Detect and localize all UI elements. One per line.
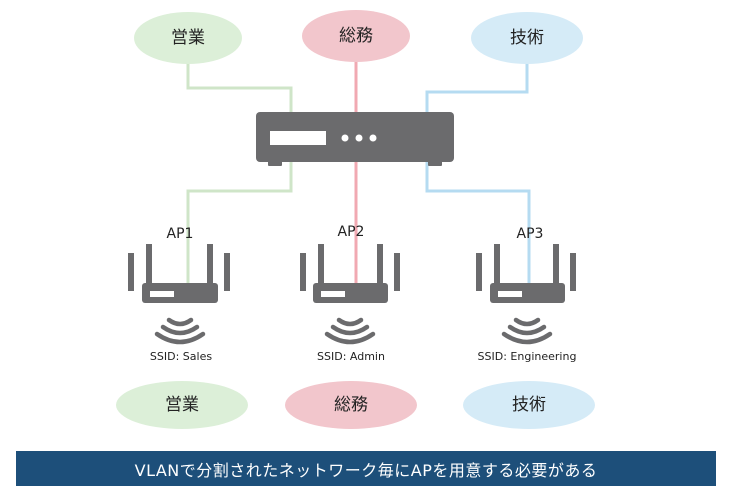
ap-ssid: SSID: Admin [317,350,385,363]
wifi-icon [501,317,553,345]
antenna-icon [476,244,576,291]
switch-display-icon [270,131,326,145]
group-pill-admin [302,10,410,62]
access-point-ap1: AP1 SSID: Sales [128,226,230,363]
group-pill-sales [134,12,242,64]
group-label-admin: 総務 [334,395,368,415]
wifi-icon [154,317,206,345]
ap-name: AP3 [517,226,544,242]
access-point-ap2: AP2 SSID: Admin [300,224,400,363]
group-label-admin: 総務 [339,26,373,46]
ap-body [313,283,388,303]
ap-body [490,283,565,303]
wifi-icon [324,317,376,345]
switch-foot-left [268,160,282,166]
ap-ssid: SSID: Sales [150,350,212,363]
group-pill-admin [285,381,417,429]
ap-display-icon [150,291,174,297]
antenna-icon [128,244,230,291]
link-engineering-ap [425,160,531,290]
ap-display-icon [498,291,522,297]
switch-body [256,112,454,162]
ap-name: AP1 [167,226,194,242]
link-sales-ap [186,160,293,288]
switch-led-icon [355,134,363,142]
ap-name: AP2 [338,224,365,240]
link-sales [186,60,293,122]
link-engineering [425,58,529,122]
group-pill-engineering [471,12,583,64]
ap-display-icon [321,291,345,297]
ap-body [142,283,218,303]
group-label-sales: 営業 [165,395,199,415]
switch-led-icon [341,134,349,142]
bottom-groups: 営業 総務 技術 [116,381,595,429]
switch-led-icon [369,134,377,142]
switch-foot-right [428,160,442,166]
caption-banner: VLANで分割されたネットワーク毎にAPを用意する必要がある [16,451,716,486]
group-label-engineering: 技術 [510,28,544,48]
ap-ssid: SSID: Engineering [478,350,577,363]
group-label-sales: 営業 [171,28,205,48]
access-point-ap3: AP3 SSID: Engineering [476,226,576,363]
antenna-icon [300,244,400,291]
group-pill-engineering [463,381,595,429]
connection-lines [186,55,531,290]
caption-text: VLANで分割されたネットワーク毎にAPを用意する必要がある [134,460,598,480]
group-pill-sales [116,381,248,429]
top-groups: 営業 総務 技術 [134,10,583,64]
group-label-engineering: 技術 [512,395,546,415]
switch-device [256,112,454,166]
